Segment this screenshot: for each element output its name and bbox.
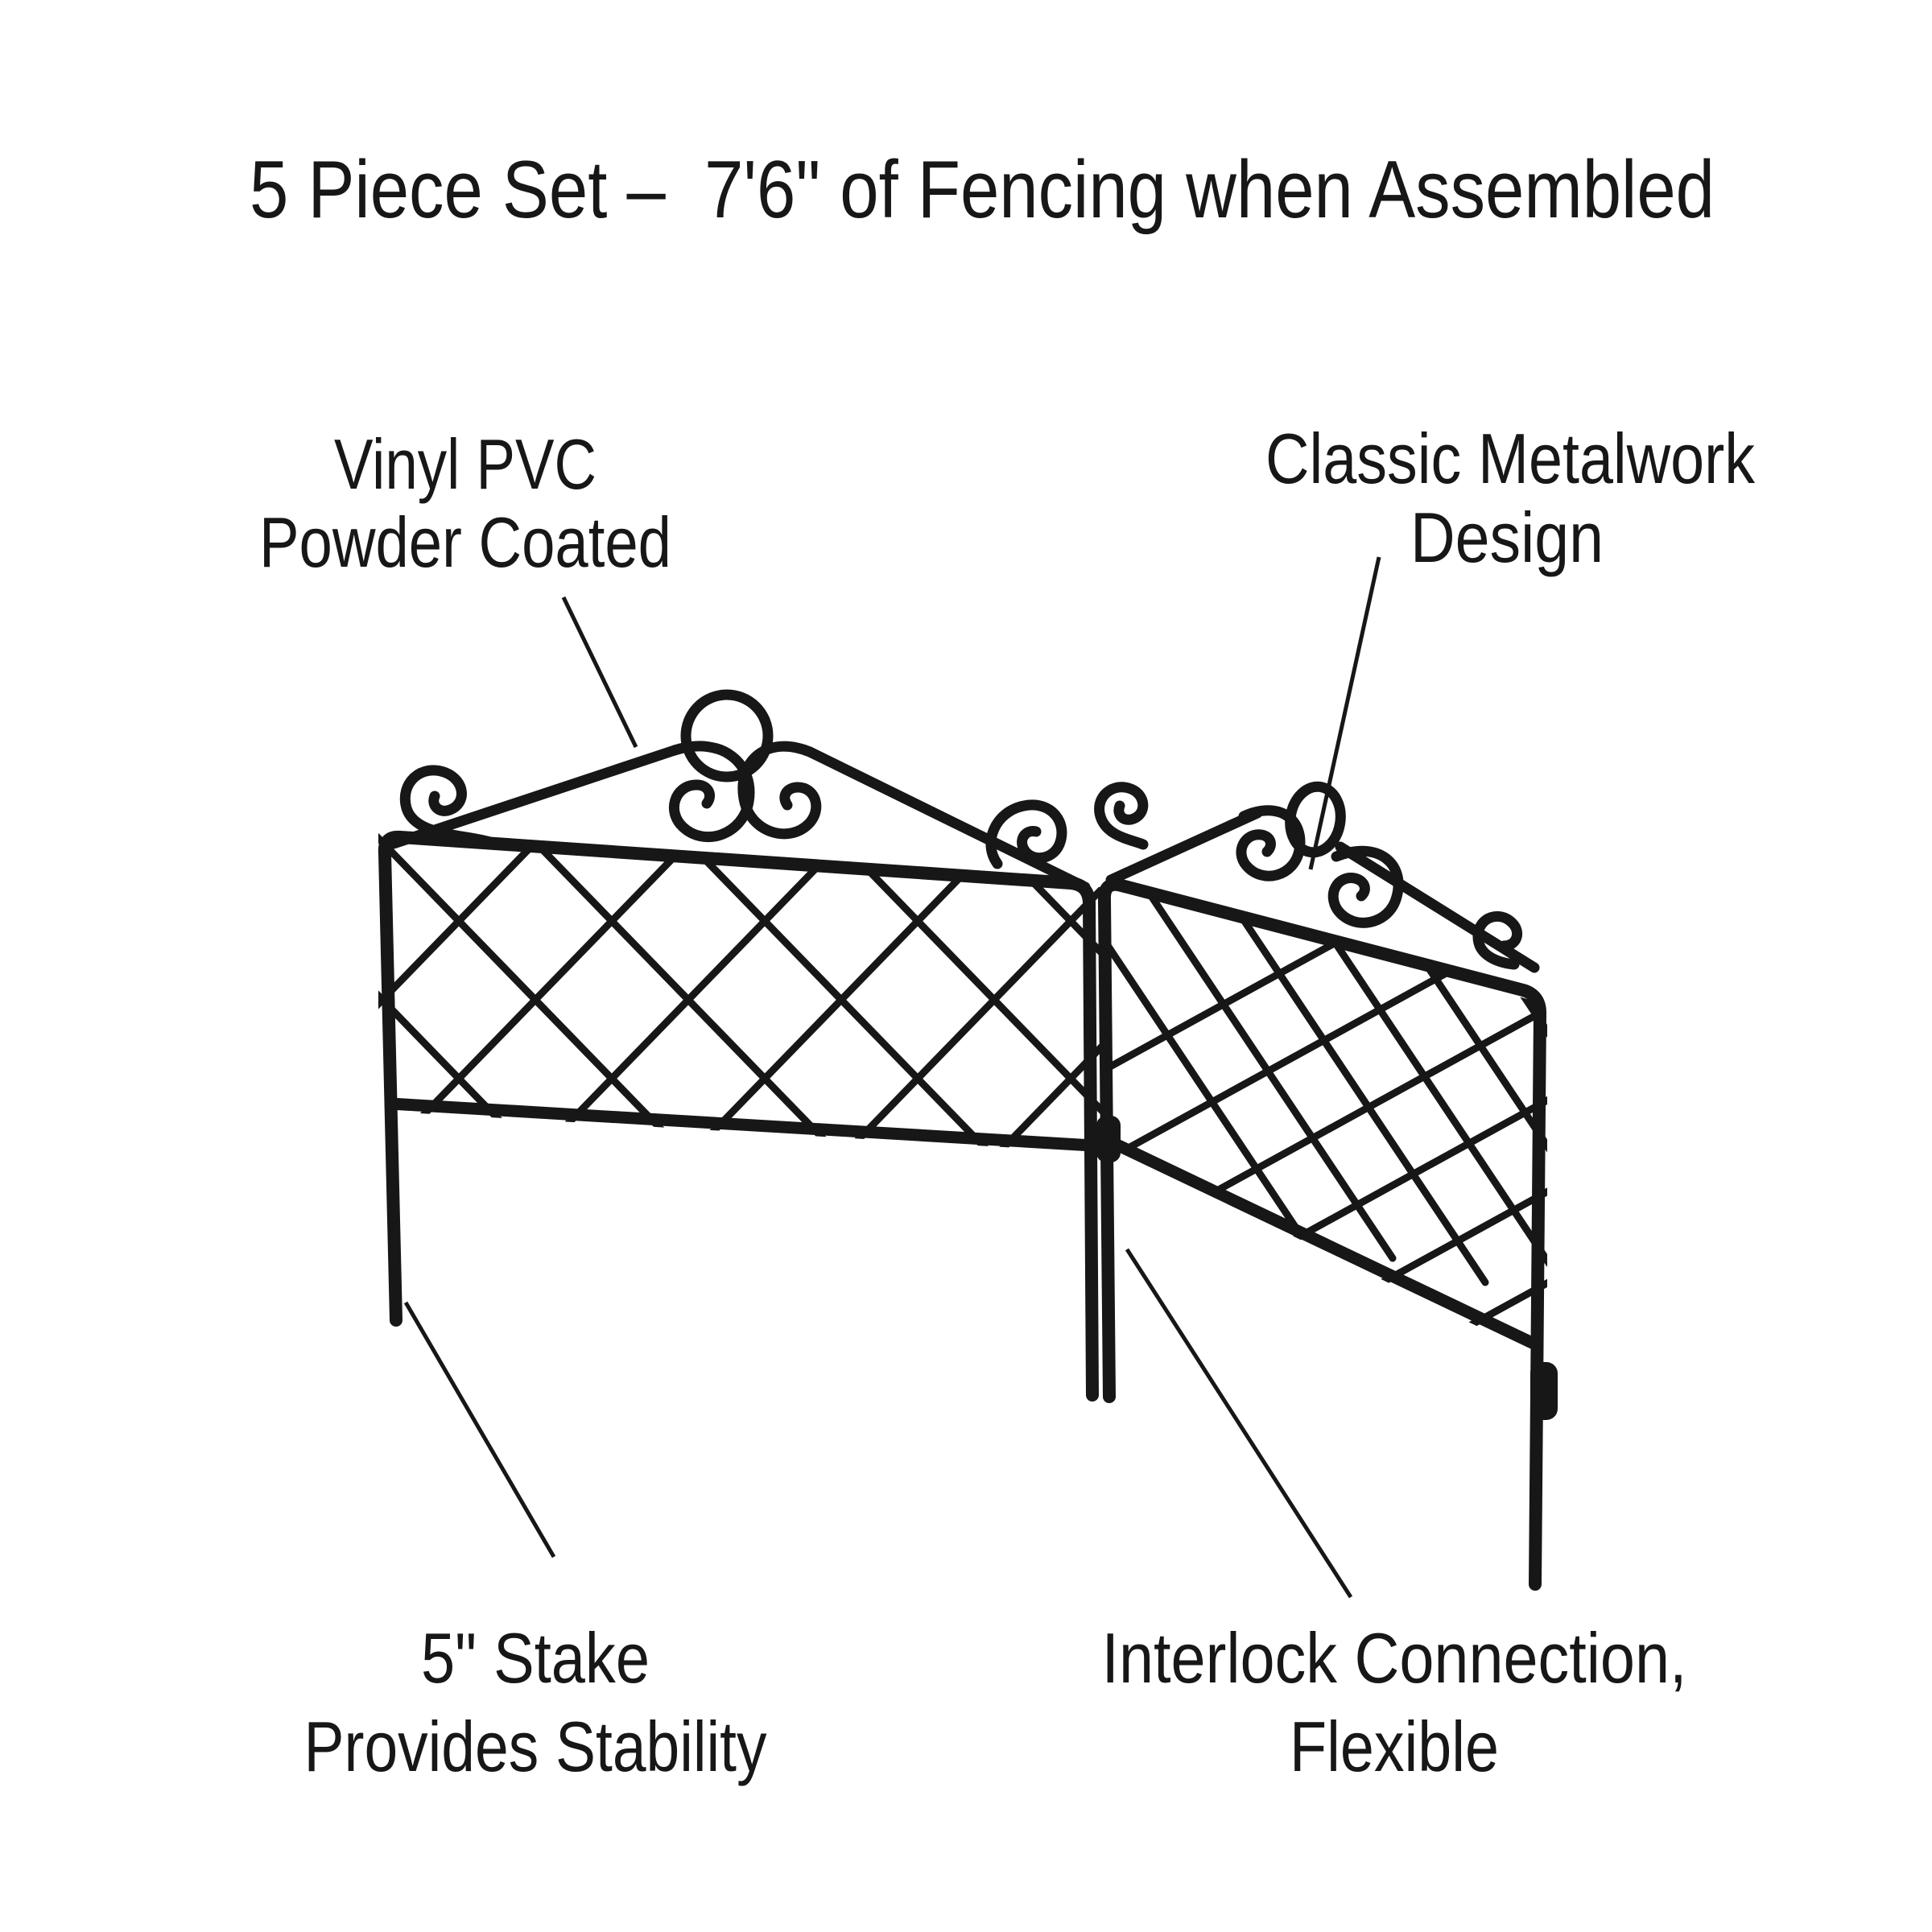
callout-interlock: Interlock Connection, Flexible <box>1102 1248 1687 1786</box>
left-panel-scroll-crown <box>388 689 1091 893</box>
callout-interlock-line-2: Flexible <box>1290 1707 1499 1786</box>
callout-interlock-line-1: Interlock Connection, <box>1102 1618 1687 1698</box>
callout-material-line-2: Powder Coated <box>259 502 671 582</box>
scroll-curl-outer-left <box>1094 782 1149 850</box>
scroll-curl-outer-right <box>1472 910 1523 970</box>
callout-stake-line-2: Provides Stability <box>304 1707 767 1786</box>
callout-material: Vinyl PVC Powder Coated <box>259 424 671 749</box>
callouts: Vinyl PVC Powder Coated Classic Metalwor… <box>259 419 1756 1786</box>
right-panel-bottom-rail <box>1102 1134 1538 1349</box>
leader-line-stake <box>403 1301 556 1558</box>
right-panel-frame <box>1097 877 1546 1591</box>
scroll-spiral-right <box>1327 845 1404 928</box>
scroll-spiral-left <box>669 741 755 843</box>
callout-material-line-1: Vinyl PVC <box>334 424 597 504</box>
crown-left-slope <box>388 745 680 849</box>
crown-right-slope <box>804 746 1091 893</box>
left-panel-bottom-rail <box>384 1097 1099 1152</box>
interlock-sleeve-right-stake <box>1530 1362 1558 1420</box>
page-title: 5 Piece Set – 7'6" of Fencing when Assem… <box>250 145 1715 235</box>
interlock-sleeve-middle <box>1096 1116 1121 1162</box>
crown-left-slope <box>1105 807 1263 886</box>
callout-design-line-2: Design <box>1410 497 1604 577</box>
leader-line-material <box>561 596 638 749</box>
leader-line-design <box>1308 556 1381 870</box>
fence-illustration <box>378 689 1558 1591</box>
left-panel-frame <box>378 830 1099 1402</box>
scroll-spiral-right <box>737 741 822 840</box>
crown-center-ring <box>680 689 774 782</box>
callout-stake: 5" Stake Provides Stability <box>304 1301 767 1786</box>
callout-stake-line-1: 5" Stake <box>421 1618 650 1698</box>
right-panel-scroll-crown <box>1094 781 1540 973</box>
scroll-curl-outer-right <box>985 799 1067 869</box>
crown-center-ring <box>1285 781 1346 858</box>
right-fence-panel <box>1094 781 1547 1591</box>
leader-line-interlock <box>1125 1248 1353 1599</box>
callout-design-line-1: Classic Metalwork <box>1265 419 1756 498</box>
left-fence-panel <box>378 689 1101 1402</box>
callout-design: Classic Metalwork Design <box>1265 419 1756 870</box>
